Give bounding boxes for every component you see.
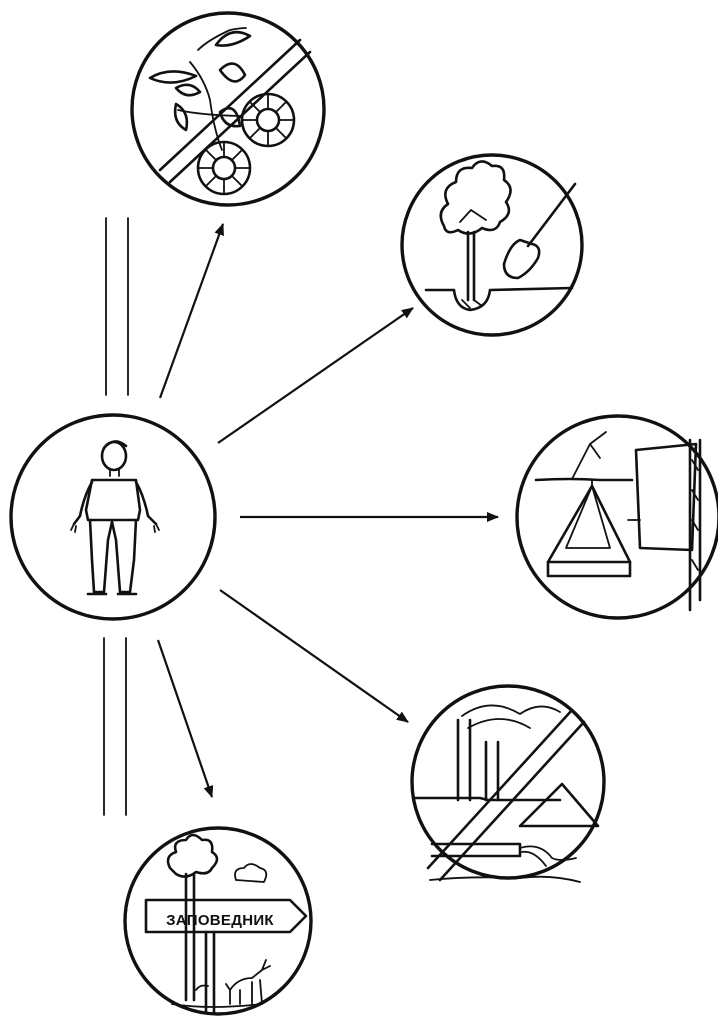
node-no-pollution — [412, 686, 604, 882]
node-nature-reserve: ЗАПОВЕДНИК — [125, 828, 311, 1014]
arrow-to-flowers — [160, 224, 223, 398]
node-plant-trees — [402, 155, 582, 335]
arrow-to-reserve — [158, 640, 212, 797]
person-node — [11, 415, 215, 619]
arrow-to-pollution — [220, 590, 408, 722]
reserve-sign-label: ЗАПОВЕДНИК — [166, 912, 274, 929]
lower-double-line — [104, 638, 126, 815]
arrow-to-tree — [218, 308, 413, 443]
upper-double-line — [106, 218, 128, 395]
node-bird-feeders — [517, 416, 718, 618]
node-no-picking-flowers — [132, 13, 324, 205]
